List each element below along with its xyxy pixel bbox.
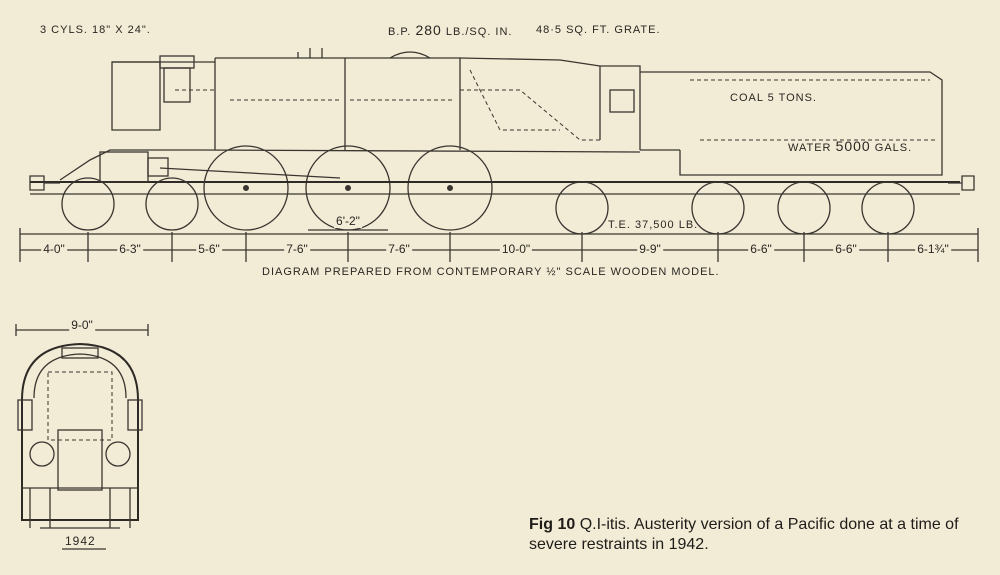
dimension-label: 6-1¾" — [915, 242, 951, 256]
dimension-label: 4-0" — [41, 242, 67, 256]
side-elevation — [19, 48, 979, 262]
boiler-pressure-prefix: B.P. — [388, 26, 412, 38]
figure-caption: Fig 10 Q.I-itis. Austerity version of a … — [529, 515, 989, 555]
boiler-pressure-unit: LB./SQ. IN. — [445, 26, 513, 38]
dimension-label: 10-0" — [499, 242, 533, 256]
water-value: 5000 — [835, 138, 871, 154]
dimension-label: 6-6" — [833, 242, 859, 256]
end-view-year: 1942 — [65, 534, 96, 548]
boiler-pressure-label: B.P. 280 LB./SQ. IN. — [388, 22, 513, 38]
dimension-label: 7-6" — [386, 242, 412, 256]
end-view — [15, 324, 149, 550]
dimension-label: 5-6" — [196, 242, 222, 256]
coupled-wheel-dim: 6'-2" — [334, 214, 362, 228]
coal-label: COAL 5 TONS. — [730, 92, 817, 104]
dimension-label: 6-6" — [748, 242, 774, 256]
boiler-pressure-value: 280 — [415, 22, 442, 38]
dimension-label: 6-3" — [117, 242, 143, 256]
cylinders-label: 3 CYLS. 18" X 24". — [40, 24, 151, 36]
model-note: DIAGRAM PREPARED FROM CONTEMPORARY ½" SC… — [262, 266, 720, 278]
tractive-effort-label: T.E. 37,500 LB. — [608, 219, 699, 231]
end-view-width: 9-0" — [69, 318, 95, 332]
grate-label: 48·5 SQ. FT. GRATE. — [536, 24, 661, 36]
figure-caption-text: Q.I-itis. Austerity version of a Pacific… — [529, 516, 959, 553]
water-label: WATER 5000 GALS. — [788, 138, 912, 154]
water-prefix: WATER — [788, 142, 832, 154]
dimension-label: 7-6" — [284, 242, 310, 256]
water-unit: GALS. — [874, 142, 913, 154]
dimension-label: 9-9" — [637, 242, 663, 256]
figure-number: Fig 10 — [529, 516, 576, 533]
